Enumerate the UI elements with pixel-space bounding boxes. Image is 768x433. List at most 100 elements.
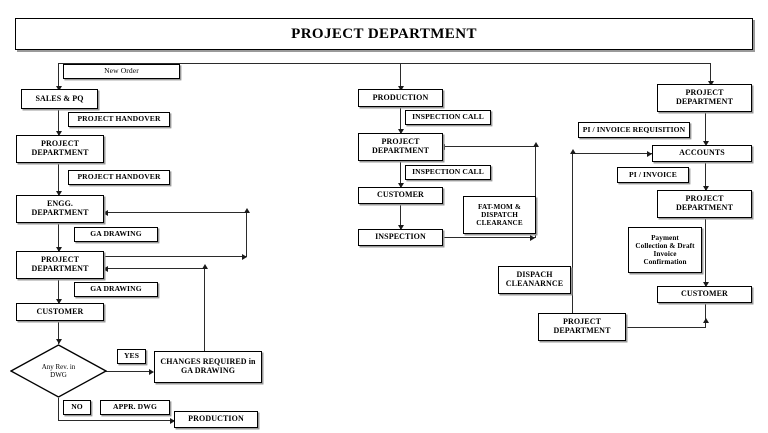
node-project-department-right2-line2: DEPARTMENT: [675, 203, 733, 212]
feedback-outer-to-engg: [107, 212, 247, 214]
bus-drop-left: [58, 63, 60, 89]
conn-customermid-to-inspection: [400, 204, 402, 229]
arrow-pdright-to-accounts: [702, 141, 709, 146]
node-sales-pq[interactable]: SALES & PQ: [21, 89, 98, 109]
conn-yes-branch: [106, 371, 152, 373]
node-pi-invoice-requisition[interactable]: PI / INVOICE REQUISITION: [578, 122, 690, 138]
node-changes-required[interactable]: CHANGES REQUIRED in GA DRAWING: [154, 351, 262, 383]
node-project-department-bottom-line1: PROJECT: [562, 317, 602, 327]
feedback-outer-bottom: [104, 256, 247, 258]
node-fat-mom-dispatch-clearance[interactable]: FAT-MOM & DISPATCH CLEARANCE: [463, 196, 536, 234]
node-project-department-2-line1: PROJECT: [40, 255, 80, 265]
node-dispach-cleanarnce[interactable]: DISPACH CLEANARNCE: [498, 266, 571, 294]
arrow-into-accounts: [647, 150, 652, 157]
node-changes-required-line2: GA DRAWING: [180, 366, 236, 375]
conn-customerright-down: [705, 303, 707, 327]
conn-production-to-pdmid: [400, 107, 402, 133]
node-project-department-right[interactable]: PROJECT DEPARTMENT: [657, 84, 752, 112]
node-ga-drawing-2[interactable]: GA DRAWING: [74, 282, 158, 297]
node-inspection-call-2[interactable]: INSPECTION CALL: [405, 165, 491, 180]
node-fat-line1: FAT-MOM &: [478, 202, 521, 211]
top-bus-line: [58, 63, 711, 65]
conn-up-into-accounts: [572, 153, 652, 155]
node-yes-label[interactable]: YES: [117, 349, 146, 364]
node-project-department-right-line1: PROJECT: [685, 88, 724, 98]
node-project-department-2[interactable]: PROJECT DEPARTMENT: [16, 251, 104, 279]
node-customer-left[interactable]: CUSTOMER: [16, 303, 104, 321]
node-accounts[interactable]: ACCOUNTS: [652, 145, 752, 162]
conn-pdright2-to-customer: [705, 218, 707, 286]
arrow-feedback-inner-up: [201, 264, 208, 269]
node-customer-mid[interactable]: CUSTOMER: [358, 187, 443, 204]
no-label-text: NO: [71, 402, 83, 412]
node-pi-invoice[interactable]: PI / INVOICE: [617, 167, 689, 183]
node-inspection-call-1[interactable]: INSPECTION CALL: [405, 110, 491, 125]
node-accounts-label: ACCOUNTS: [679, 148, 725, 158]
conn-sales-to-pd1: [58, 109, 60, 135]
diamond-shape-icon: [10, 344, 107, 398]
node-new-order[interactable]: New Order: [63, 64, 180, 79]
yes-label-text: YES: [123, 351, 140, 361]
node-fat-line2: DISPATCH: [481, 210, 518, 219]
node-appr-dwg-label: APPR. DWG: [113, 402, 157, 412]
conn-customer-to-decision: [58, 321, 60, 344]
feedback-outer-up: [246, 212, 248, 257]
node-customer-left-label: CUSTOMER: [36, 306, 84, 316]
node-project-handover-1-label: PROJECT HANDOVER: [77, 114, 161, 124]
node-ga-drawing-1-label: GA DRAWING: [90, 229, 142, 239]
feedback-inner-to-pd2: [107, 268, 205, 270]
bus-drop-right: [710, 63, 712, 84]
node-inspection-call-1-label: INSPECTION CALL: [412, 112, 484, 122]
node-project-handover-1[interactable]: PROJECT HANDOVER: [68, 112, 170, 127]
node-pi-invoice-requisition-label: PI / INVOICE REQUISITION: [582, 124, 686, 134]
node-inspection-call-2-label: INSPECTION CALL: [412, 167, 484, 177]
arrow-sales-to-pd1: [55, 131, 62, 136]
node-production-mid[interactable]: PRODUCTION: [358, 89, 443, 107]
conn-pd2-to-customer: [58, 279, 60, 303]
node-project-department-2-line2: DEPARTMENT: [31, 264, 89, 273]
node-project-department-bottom[interactable]: PROJECT DEPARTMENT: [538, 313, 626, 341]
node-new-order-label: New Order: [104, 66, 139, 76]
arrow-feedback-outer-corner: [242, 253, 247, 260]
arrow-pdright2-to-customer: [702, 282, 709, 287]
conn-inspection-into-pdmid: [444, 146, 536, 148]
decision-label-wrap: Any Rev. in DWG: [10, 344, 107, 398]
page-title: PROJECT DEPARTMENT: [291, 25, 477, 42]
node-project-department-mid[interactable]: PROJECT DEPARTMENT: [358, 133, 443, 161]
arrow-inspection-up-corner: [532, 142, 539, 147]
arrow-accounts-to-pdright2: [702, 186, 709, 191]
arrow-inspection-corner: [530, 234, 535, 241]
node-inspection-label: INSPECTION: [375, 232, 426, 242]
arrow-pd1-to-engg: [55, 191, 62, 196]
node-project-department-right2[interactable]: PROJECT DEPARTMENT: [657, 190, 752, 218]
node-appr-dwg[interactable]: APPR. DWG: [100, 400, 170, 415]
node-project-handover-2[interactable]: PROJECT HANDOVER: [68, 170, 170, 185]
node-payment-collection[interactable]: Payment Collection & Draft Invoice Confi…: [628, 227, 702, 273]
node-customer-right[interactable]: CUSTOMER: [657, 286, 752, 303]
arrow-pdbottom-join: [702, 318, 709, 323]
node-ga-drawing-1[interactable]: GA DRAWING: [74, 227, 158, 242]
node-engg-department-line1: ENGG.: [46, 199, 74, 209]
bus-arrow-left: [55, 86, 62, 91]
node-no-label[interactable]: NO: [63, 400, 91, 415]
arrow-pdbottom-up: [569, 149, 576, 154]
conn-accounts-to-pdright2: [705, 162, 707, 190]
decision-any-rev-in-dwg[interactable]: Any Rev. in DWG: [10, 344, 107, 398]
node-project-department-1[interactable]: PROJECT DEPARTMENT: [16, 135, 104, 163]
conn-pdmid-to-customer: [400, 161, 402, 187]
conn-customerright-to-pdbottom: [626, 327, 706, 329]
node-ga-drawing-2-label: GA DRAWING: [90, 284, 142, 294]
node-changes-required-line1: CHANGES REQUIRED in: [160, 357, 256, 367]
node-sales-pq-label: SALES & PQ: [35, 93, 84, 103]
node-payment-line1: Payment: [651, 233, 679, 242]
node-project-department-mid-line1: PROJECT: [381, 137, 420, 147]
arrow-production-to-pdmid: [397, 129, 404, 134]
node-dispach-line2: CLEANARNCE: [505, 279, 564, 288]
node-inspection[interactable]: INSPECTION: [358, 229, 443, 246]
node-project-department-bottom-line2: DEPARTMENT: [553, 326, 611, 335]
bus-arrow-middle: [397, 86, 404, 91]
node-engg-department[interactable]: ENGG. DEPARTMENT: [16, 195, 104, 223]
node-production-bottom[interactable]: PRODUCTION: [174, 411, 258, 428]
node-project-department-right-line2: DEPARTMENT: [675, 97, 733, 106]
node-production-mid-label: PRODUCTION: [372, 92, 429, 102]
